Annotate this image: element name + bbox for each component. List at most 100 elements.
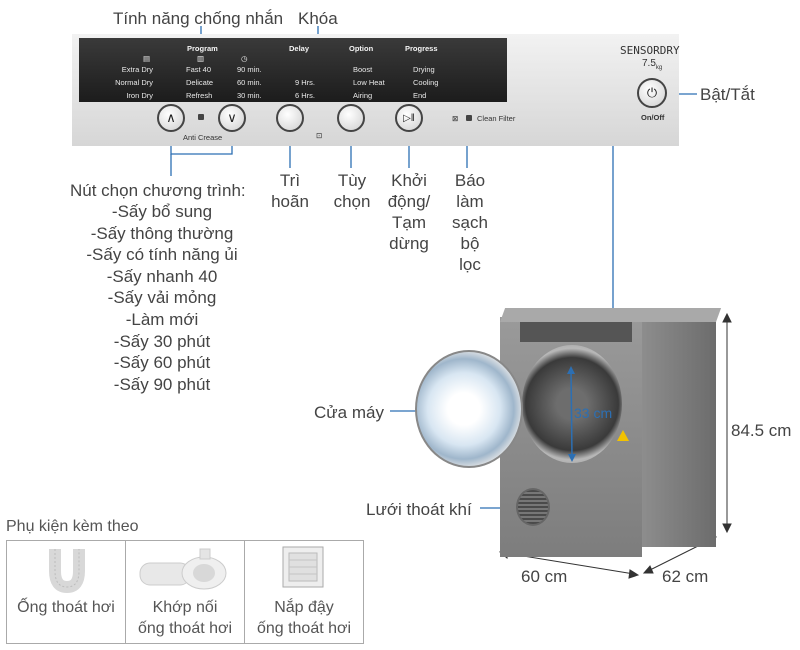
brand-name: SENSORDRY [620, 44, 680, 57]
delay-callout: Trì hoãn [262, 170, 318, 212]
progress-end: End [413, 91, 427, 100]
delay-9: 9 Hrs. [295, 78, 316, 87]
header-program: Program [187, 44, 218, 53]
program-normal-dry: Normal Dry [115, 78, 153, 87]
list-item: -Sấy vải mỏng [107, 288, 217, 308]
option-low-heat: Low Heat [353, 78, 385, 87]
start-pause-callout-line: Khởi [391, 171, 427, 190]
delay-callout-line: hoãn [271, 192, 309, 211]
program-next-button[interactable]: ∨ [218, 104, 246, 132]
accessory-label-line: Ống thoát hơi [17, 599, 115, 616]
accessory-label-line: ống thoát hơi [137, 620, 233, 637]
dryer-mini-panel [520, 322, 632, 342]
panel-display: Program Delay Option Progress ▤ ▥ ◷ Extr… [79, 38, 507, 102]
filter-callout-line: làm [456, 192, 484, 211]
delay-6: 6 Hrs. [295, 91, 316, 100]
on-off-label: On/Off [641, 113, 665, 122]
filter-led [466, 115, 472, 121]
option-boost: Boost [353, 65, 373, 74]
start-pause-callout: Khởi động/ Tạm dừng [380, 170, 438, 254]
drum-size-label: 33 cm [574, 405, 613, 421]
capacity-value: 7.5 [642, 58, 656, 69]
accessories-table: Ống thoát hơi Khớp nối ống thoát hơi Nắp… [6, 540, 364, 644]
accessory-label: Khớp nối ống thoát hơi [126, 597, 244, 639]
lock-icon: ⊡ [316, 131, 323, 140]
filter-callout-line: Báo [454, 171, 486, 190]
anti-crease-led [198, 114, 204, 120]
accessory-cover: Nắp đậy ống thoát hơi [245, 541, 363, 643]
accessories-title: Phụ kiện kèm theo [6, 518, 139, 535]
accessory-label-line: Khớp nối [152, 599, 218, 616]
accessory-hose: Ống thoát hơi [7, 541, 126, 643]
program-delicate: Delicate [186, 78, 214, 87]
anti-wrinkle-label: Tính năng chống nhắn [113, 9, 284, 28]
shirt-icon: ▤ [143, 54, 151, 63]
list-item: -Sấy 30 phút [113, 331, 211, 351]
start-pause-callout-line: Tạm [392, 213, 426, 232]
option-callout-line: chọn [333, 192, 371, 211]
vent-label: Lưới thoát khí [366, 500, 472, 519]
clock-icon: ◷ [241, 54, 248, 63]
power-button[interactable]: ⏻ [637, 78, 667, 108]
program-prev-button[interactable]: ∧ [157, 104, 185, 132]
time-90: 90 min. [237, 65, 262, 74]
program-buttons-title: Nút chọn chương trình: [70, 181, 246, 200]
option-callout: Tùy chọn [324, 170, 380, 212]
accessory-label-line: Nắp đậy [274, 599, 334, 616]
list-item: -Sấy thông thường [90, 223, 234, 243]
filter-icon: ⊠ [452, 114, 459, 123]
hose-icon [49, 549, 85, 594]
start-pause-button[interactable]: ▷‖ [395, 104, 423, 132]
list-item: -Sấy 90 phút [113, 374, 211, 394]
dryer-side [640, 315, 716, 547]
width-label: 60 cm [521, 567, 568, 586]
accessory-label-line: ống thoát hơi [256, 620, 352, 637]
drum-opening [522, 345, 622, 463]
list-item: -Sấy có tính năng ủi [86, 245, 238, 265]
filter-callout: Báo làm sạch bộ lọc [444, 170, 496, 275]
door-label: Cửa máy [314, 403, 384, 422]
vent-cover-icon [282, 546, 324, 588]
header-delay: Delay [289, 44, 310, 53]
start-pause-callout-line: động/ [387, 192, 431, 211]
filter-callout-line: lọc [459, 255, 481, 274]
list-item: -Sấy 60 phút [113, 353, 211, 373]
option-airing: Airing [353, 91, 373, 100]
start-pause-callout-line: dừng [389, 234, 429, 253]
header-progress: Progress [405, 44, 438, 53]
anti-crease-label: Anti Crease [183, 133, 223, 142]
progress-cooling: Cooling [413, 78, 439, 87]
dryer-top [500, 308, 722, 322]
iron-icon: ▥ [197, 54, 205, 63]
accessory-connector: Khớp nối ống thoát hơi [126, 541, 245, 643]
option-button[interactable] [337, 104, 365, 132]
program-fast-40: Fast 40 [186, 65, 212, 74]
delay-button[interactable] [276, 104, 304, 132]
option-callout-line: Tùy [337, 171, 367, 190]
filter-callout-line: sạch [452, 213, 488, 232]
brand-capacity: 7.5kg [642, 58, 662, 71]
height-label: 84.5 cm [731, 421, 792, 440]
header-option: Option [349, 44, 374, 53]
list-item: -Làm mới [125, 309, 199, 329]
power-callout: Bật/Tắt [700, 85, 755, 104]
program-extra-dry: Extra Dry [121, 65, 153, 74]
connector-icon [139, 548, 227, 590]
list-item: -Sấy bổ sung [111, 202, 213, 221]
dryer-door [415, 350, 523, 468]
delay-callout-line: Trì [279, 171, 301, 190]
lock-label: Khóa [298, 9, 338, 28]
list-item: -Sấy nhanh 40 [106, 266, 218, 286]
time-60: 60 min. [237, 78, 262, 87]
accessory-label: Nắp đậy ống thoát hơi [245, 597, 363, 639]
control-panel: Program Delay Option Progress ▤ ▥ ◷ Extr… [72, 34, 680, 146]
accessory-label: Ống thoát hơi [7, 597, 125, 618]
exhaust-vent [516, 488, 550, 526]
progress-drying: Drying [413, 65, 435, 74]
program-list: -Sấy bổ sung -Sấy thông thường -Sấy có t… [62, 201, 262, 395]
time-30: 30 min. [237, 91, 262, 100]
program-refresh: Refresh [186, 91, 213, 100]
capacity-unit: kg [655, 65, 663, 71]
depth-label: 62 cm [662, 567, 709, 586]
program-iron-dry: Iron Dry [126, 91, 153, 100]
